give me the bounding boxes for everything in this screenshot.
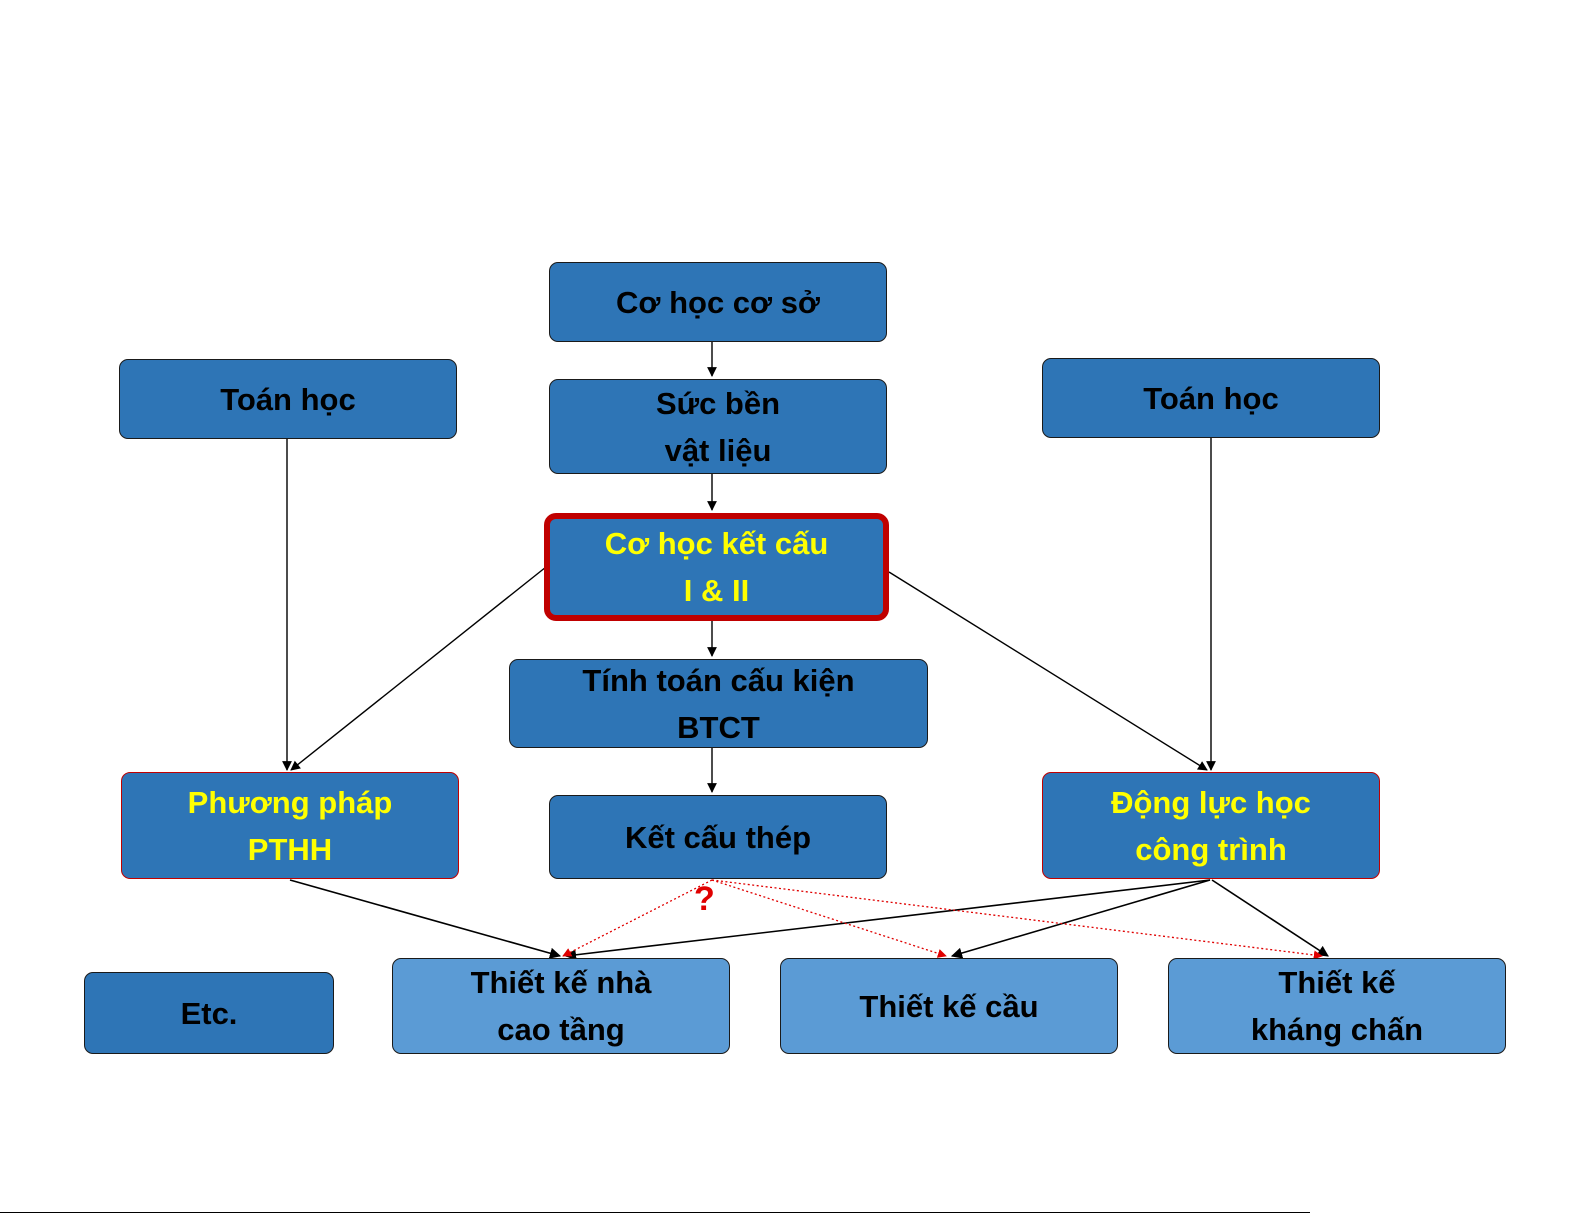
- node-tinh-toan-cau-kien-label: Tính toán cấu kiện BTCT: [582, 657, 854, 751]
- node-thiet-ke-nha-cao-tang-label: Thiết kế nhà cao tầng: [471, 959, 652, 1053]
- node-tinh-toan-cau-kien: Tính toán cấu kiện BTCT: [509, 659, 928, 748]
- node-co-hoc-ket-cau-label: Cơ học kết cấu I & II: [605, 520, 829, 614]
- node-thiet-ke-khang-chan: Thiết kế kháng chấn: [1168, 958, 1506, 1054]
- edge-ket-cau-thep-to-nha-cao-tang-dotted: [563, 880, 712, 956]
- edge-ket-cau-thep-to-thiet-ke-cau-dotted: [712, 880, 946, 956]
- edge-dong-luc-hoc-to-khang-chan: [1212, 880, 1328, 956]
- node-dong-luc-hoc-label: Động lực học công trình: [1111, 779, 1311, 873]
- node-co-hoc-ket-cau: Cơ học kết cấu I & II: [544, 513, 889, 621]
- node-ket-cau-thep-label: Kết cấu thép: [625, 814, 811, 861]
- edge-co-hoc-ket-cau-to-dong-luc-hoc: [889, 572, 1207, 770]
- edge-pthh-to-nha-cao-tang: [290, 880, 560, 956]
- node-phuong-phap-pthh: Phương pháp PTHH: [121, 772, 459, 879]
- node-toan-hoc-left-label: Toán học: [220, 376, 355, 423]
- uncertain-link-question-mark: ?: [694, 880, 715, 919]
- node-thiet-ke-cau-label: Thiết kế cầu: [859, 983, 1038, 1030]
- edge-co-hoc-ket-cau-to-pthh: [291, 567, 546, 770]
- node-ket-cau-thep: Kết cấu thép: [549, 795, 887, 879]
- node-toan-hoc-right-label: Toán học: [1143, 375, 1278, 422]
- node-dong-luc-hoc: Động lực học công trình: [1042, 772, 1380, 879]
- edge-dong-luc-hoc-to-thiet-ke-cau: [952, 880, 1210, 956]
- node-toan-hoc-right: Toán học: [1042, 358, 1380, 438]
- node-etc: Etc.: [84, 972, 334, 1054]
- node-suc-ben-vat-lieu: Sức bền vật liệu: [549, 379, 887, 474]
- edge-dong-luc-hoc-to-nha-cao-tang: [566, 880, 1210, 956]
- page-footer-rule: [0, 1212, 1310, 1213]
- node-co-hoc-co-so: Cơ học cơ sở: [549, 262, 887, 342]
- node-co-hoc-co-so-label: Cơ học cơ sở: [616, 279, 820, 326]
- node-toan-hoc-left: Toán học: [119, 359, 457, 439]
- node-thiet-ke-cau: Thiết kế cầu: [780, 958, 1118, 1054]
- node-etc-label: Etc.: [181, 990, 238, 1037]
- node-suc-ben-vat-lieu-label: Sức bền vật liệu: [656, 380, 780, 474]
- node-thiet-ke-nha-cao-tang: Thiết kế nhà cao tầng: [392, 958, 730, 1054]
- node-phuong-phap-pthh-label: Phương pháp PTHH: [188, 779, 393, 873]
- node-thiet-ke-khang-chan-label: Thiết kế kháng chấn: [1251, 959, 1423, 1053]
